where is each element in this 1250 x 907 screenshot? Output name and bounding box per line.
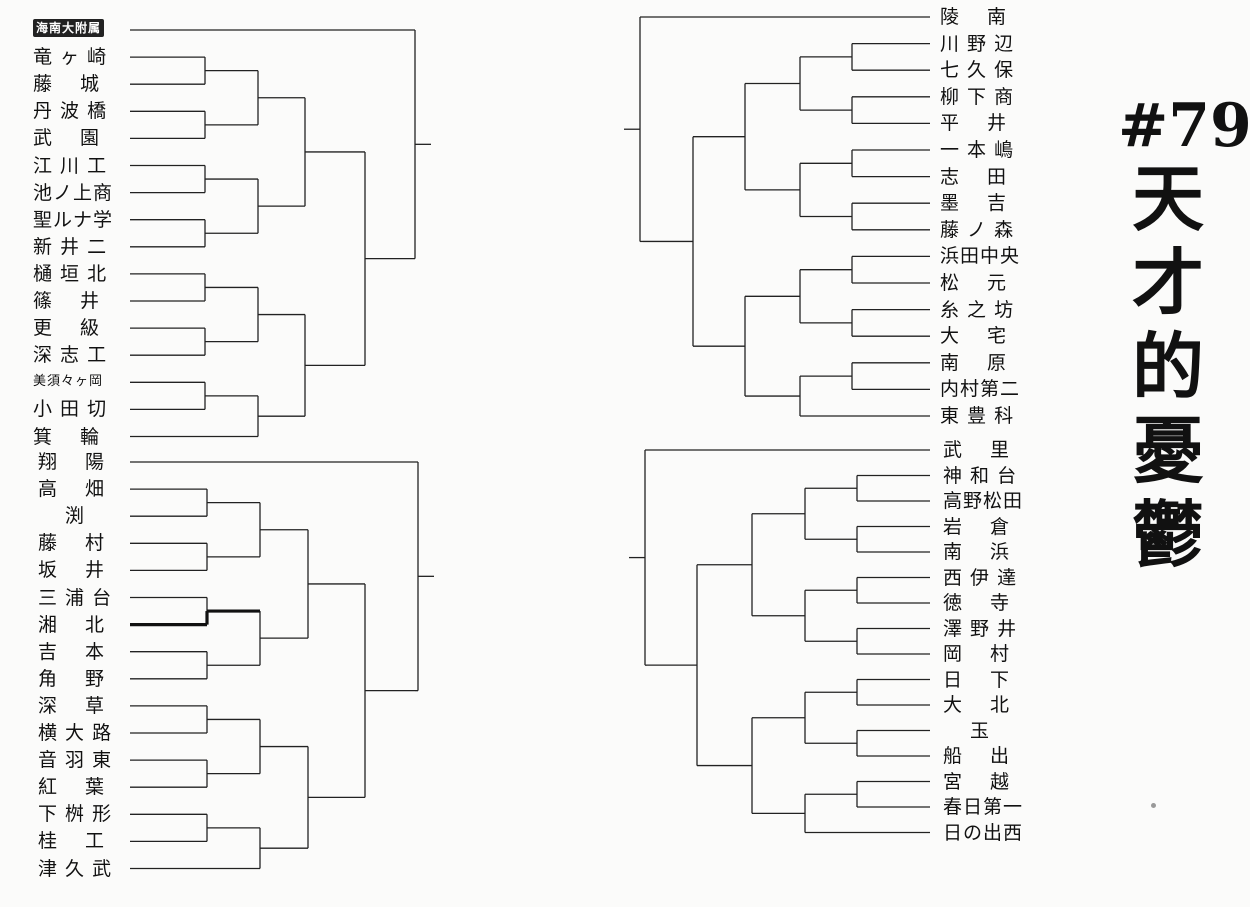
- team-name: 小 田 切: [33, 398, 108, 421]
- team-name: 横 大 路: [38, 722, 113, 744]
- team-name: 篠 井: [33, 290, 101, 312]
- team-name: 紅 葉: [38, 776, 106, 799]
- team-name: 吉 本: [38, 640, 106, 663]
- team-name: 坂 井: [38, 559, 106, 582]
- team-name: 津 久 武: [38, 857, 113, 880]
- team-name: 下 桝 形: [38, 803, 113, 826]
- team-name: 南 浜: [943, 541, 1011, 563]
- chapter-title-char-2: 才: [1131, 241, 1204, 325]
- team-name: 聖ルナ学: [33, 208, 114, 231]
- team-name: 松 元: [940, 272, 1008, 294]
- team-name: 春日第一: [943, 796, 1024, 818]
- team-name: 更 級: [33, 317, 101, 340]
- team-name: 藤 城: [33, 73, 101, 96]
- team-name: 藤 村: [38, 532, 106, 555]
- team-name: 樋 垣 北: [33, 262, 108, 285]
- team-name: 桂 工: [38, 830, 106, 853]
- team-name: 大 北: [943, 694, 1011, 716]
- team-name: 陵 南: [940, 6, 1008, 28]
- team-name: 角 野: [38, 667, 106, 690]
- team-name: 大 宅: [940, 325, 1008, 348]
- chapter-title-char-5: 鬱: [1131, 493, 1204, 577]
- team-name: 深 志 工: [33, 344, 108, 367]
- chapter-heading: #79 天 才 的 憂 鬱: [1118, 91, 1250, 577]
- team-name: 内村第二: [940, 378, 1021, 401]
- team-name: 澤 野 井: [943, 617, 1018, 640]
- print-speck: [1151, 803, 1156, 808]
- team-name: 美須々ヶ岡: [33, 374, 104, 390]
- team-name: 深 草: [38, 694, 106, 717]
- team-name: 日の出西: [943, 821, 1024, 844]
- team-name: 音 羽 東: [38, 749, 113, 772]
- team-name: 武 園: [33, 127, 101, 150]
- team-name: 志 田: [940, 165, 1008, 188]
- team-name: 一 本 嶋: [940, 139, 1015, 161]
- team-name: 海南大附属: [33, 19, 105, 37]
- team-name: 竜 ヶ 崎: [33, 46, 108, 69]
- team-name: 湘 北: [38, 613, 106, 636]
- team-name: 江 川 工: [33, 154, 108, 177]
- team-name: 高野松田: [943, 490, 1024, 512]
- team-name: 平 井: [940, 112, 1008, 135]
- team-name: 箕 輪: [33, 425, 101, 448]
- team-name: 東 豊 科: [940, 405, 1015, 427]
- team-name: 川 野 辺: [940, 32, 1015, 55]
- team-name: 翔 陽: [38, 451, 106, 473]
- team-name: 日 下: [943, 668, 1011, 691]
- team-name: 糸 之 坊: [940, 298, 1015, 321]
- team-name: 新 井 二: [33, 235, 108, 258]
- team-name: 池ノ上商: [33, 181, 114, 204]
- team-name: 墨 吉: [940, 192, 1008, 215]
- chapter-title-char-3: 的: [1131, 325, 1204, 409]
- chapter-number: #79: [1118, 91, 1250, 161]
- team-name: 船 出: [943, 745, 1011, 767]
- team-name: 浜田中央: [940, 245, 1021, 268]
- team-name: 三 浦 台: [38, 586, 113, 609]
- team-name: 神 和 台: [943, 464, 1018, 487]
- chapter-title-char-4: 憂: [1131, 409, 1204, 493]
- team-name: 藤 ノ 森: [940, 218, 1015, 241]
- team-name: 西 伊 達: [943, 566, 1018, 589]
- team-name: 高 畑: [38, 478, 106, 501]
- team-name: 柳 下 商: [940, 85, 1015, 108]
- team-name: 岩 倉: [943, 515, 1011, 538]
- team-name: 徳 寺: [943, 592, 1011, 614]
- team-name: 南 原: [940, 351, 1008, 374]
- team-name: 武 里: [943, 439, 1011, 461]
- team-name: 七 久 保: [940, 59, 1015, 82]
- chapter-title-char-1: 天: [1131, 157, 1204, 241]
- team-name: 岡 村: [943, 643, 1011, 665]
- team-name: 渕: [38, 505, 86, 528]
- team-name: 玉: [943, 719, 991, 742]
- team-name: 宮 越: [943, 770, 1011, 793]
- team-name: 丹 波 橋: [33, 100, 108, 123]
